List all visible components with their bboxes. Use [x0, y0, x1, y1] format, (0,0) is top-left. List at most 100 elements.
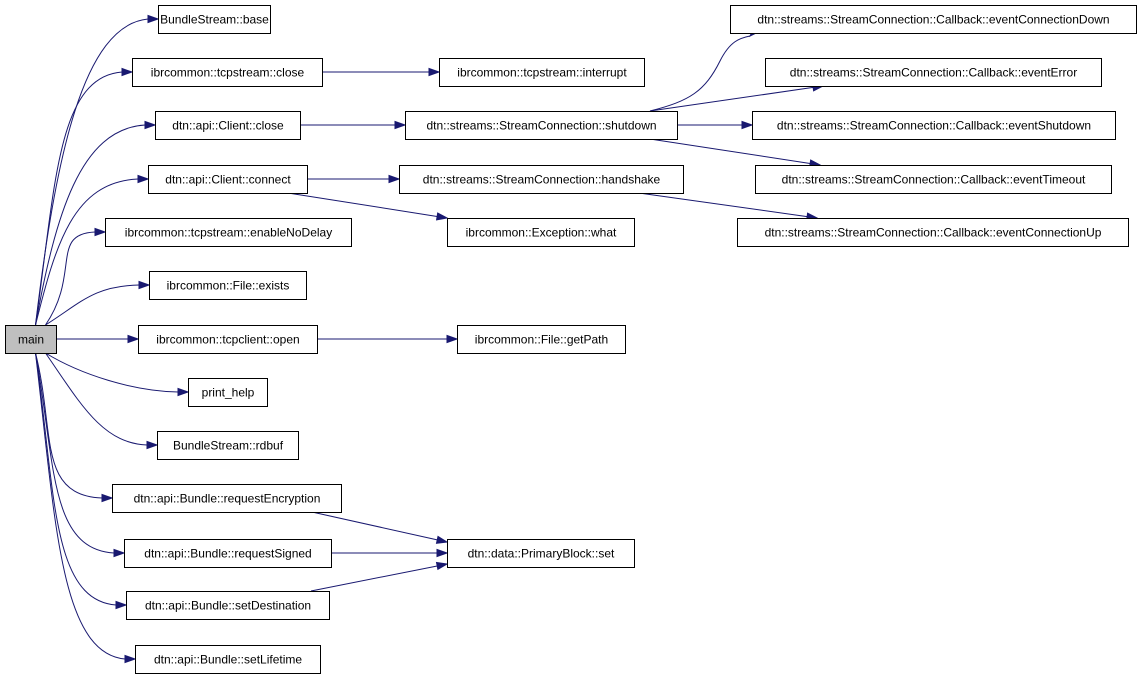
arrowhead-main-to-req-encrypt	[101, 493, 114, 503]
node-label-req-encrypt: dtn::api::Bundle::requestEncryption	[134, 492, 321, 506]
node-label-cb-shutdown: dtn::streams::StreamConnection::Callback…	[777, 119, 1091, 133]
node-pb-set[interactable]: dtn::data::PrimaryBlock::set	[447, 539, 635, 568]
node-exc-what[interactable]: ibrcommon::Exception::what	[447, 218, 635, 247]
node-label-cb-error: dtn::streams::StreamConnection::Callback…	[790, 66, 1077, 80]
node-box-tcp-close[interactable]	[132, 58, 323, 87]
node-box-req-encrypt[interactable]	[112, 484, 342, 513]
edge-sc-shutdown-to-cb-error	[649, 86, 814, 112]
edge-main-to-enable-nodelay	[45, 231, 96, 326]
node-tcp-interrupt[interactable]: ibrcommon::tcpstream::interrupt	[439, 58, 645, 87]
node-label-client-close: dtn::api::Client::close	[172, 119, 284, 133]
arrowhead-set-dest-to-pb-set	[435, 561, 449, 571]
node-label-print-help: print_help	[202, 386, 255, 400]
node-sc-shutdown[interactable]: dtn::streams::StreamConnection::shutdown	[405, 111, 678, 140]
edge-main-to-file-exists	[45, 284, 140, 326]
arrowhead-client-connect-to-sc-handshake	[388, 174, 401, 184]
arrowhead-main-to-req-signed	[113, 548, 126, 558]
node-label-bs-rdbuf: BundleStream::rdbuf	[173, 439, 284, 453]
node-label-enable-nodelay: ibrcommon::tcpstream::enableNoDelay	[125, 226, 332, 240]
node-box-client-close[interactable]	[155, 111, 301, 140]
node-set-life[interactable]: dtn::api::Bundle::setLifetime	[135, 645, 321, 674]
node-box-cb-down[interactable]	[730, 5, 1137, 34]
node-label-bs-base: BundleStream::base	[160, 13, 269, 27]
edge-main-to-tcp-close	[35, 71, 123, 326]
node-box-sc-handshake[interactable]	[399, 165, 684, 194]
arrowhead-tcp-close-to-tcp-interrupt	[428, 67, 441, 77]
node-set-dest[interactable]: dtn::api::Bundle::setDestination	[126, 591, 330, 620]
node-cb-timeout[interactable]: dtn::streams::StreamConnection::Callback…	[755, 165, 1112, 194]
node-label-pb-set: dtn::data::PrimaryBlock::set	[468, 547, 615, 561]
arrowhead-main-to-bs-rdbuf	[146, 440, 159, 450]
edge-main-to-req-encrypt	[35, 352, 103, 499]
node-box-file-exists[interactable]	[149, 271, 307, 300]
node-box-print-help[interactable]	[188, 378, 268, 407]
node-client-connect[interactable]: dtn::api::Client::connect	[148, 165, 308, 194]
node-box-set-dest[interactable]	[126, 591, 330, 620]
node-box-pb-set[interactable]	[447, 539, 635, 568]
node-box-client-connect[interactable]	[148, 165, 308, 194]
node-bs-base[interactable]: BundleStream::base	[158, 5, 271, 34]
arrowhead-main-to-client-close	[144, 120, 157, 130]
node-box-exc-what[interactable]	[447, 218, 635, 247]
node-label-cb-timeout: dtn::streams::StreamConnection::Callback…	[782, 173, 1086, 187]
node-box-main[interactable]	[5, 325, 57, 354]
edge-sc-handshake-to-cb-up	[638, 192, 808, 218]
node-box-set-life[interactable]	[135, 645, 321, 674]
node-file-exists[interactable]: ibrcommon::File::exists	[149, 271, 307, 300]
edge-main-to-client-connect	[35, 178, 139, 326]
arrowhead-main-to-set-dest	[115, 600, 128, 610]
edge-set-dest-to-pb-set	[310, 565, 438, 592]
node-box-bs-rdbuf[interactable]	[157, 431, 299, 460]
arrowhead-req-encrypt-to-pb-set	[435, 535, 449, 544]
node-tcp-close[interactable]: ibrcommon::tcpstream::close	[132, 58, 323, 87]
node-label-client-connect: dtn::api::Client::connect	[165, 173, 291, 187]
node-box-bs-base[interactable]	[158, 5, 271, 34]
arrowhead-client-connect-to-exc-what	[435, 212, 449, 221]
node-box-cb-timeout[interactable]	[755, 165, 1112, 194]
node-box-tcpclient-open[interactable]	[138, 325, 318, 354]
node-box-req-signed[interactable]	[124, 539, 332, 568]
arrowhead-client-close-to-sc-shutdown	[394, 120, 407, 130]
node-enable-nodelay[interactable]: ibrcommon::tcpstream::enableNoDelay	[105, 218, 352, 247]
node-cb-error[interactable]: dtn::streams::StreamConnection::Callback…	[765, 58, 1102, 87]
arrowhead-main-to-tcp-close	[121, 67, 134, 77]
node-box-file-getpath[interactable]	[457, 325, 626, 354]
node-sc-handshake[interactable]: dtn::streams::StreamConnection::handshak…	[399, 165, 684, 194]
node-req-signed[interactable]: dtn::api::Bundle::requestSigned	[124, 539, 332, 568]
node-cb-shutdown[interactable]: dtn::streams::StreamConnection::Callback…	[752, 111, 1116, 140]
node-cb-up[interactable]: dtn::streams::StreamConnection::Callback…	[737, 218, 1129, 247]
edge-main-to-client-close	[35, 124, 146, 326]
arrowhead-tcpclient-open-to-file-getpath	[446, 334, 459, 344]
edge-main-to-req-signed	[35, 352, 115, 554]
node-client-close[interactable]: dtn::api::Client::close	[155, 111, 301, 140]
arrowhead-main-to-client-connect	[137, 174, 150, 184]
node-file-getpath[interactable]: ibrcommon::File::getPath	[457, 325, 626, 354]
arrowhead-main-to-print-help	[177, 387, 190, 397]
node-box-cb-shutdown[interactable]	[752, 111, 1116, 140]
node-label-tcp-interrupt: ibrcommon::tcpstream::interrupt	[457, 66, 627, 80]
node-print-help[interactable]: print_help	[188, 378, 268, 407]
node-cb-down[interactable]: dtn::streams::StreamConnection::Callback…	[730, 5, 1137, 34]
call-graph-edges	[35, 14, 825, 664]
arrowhead-main-to-enable-nodelay	[94, 227, 107, 237]
edge-main-to-set-life	[35, 352, 126, 660]
node-box-cb-up[interactable]	[737, 218, 1129, 247]
edge-client-connect-to-exc-what	[287, 192, 438, 217]
node-label-sc-handshake: dtn::streams::StreamConnection::handshak…	[423, 173, 661, 187]
node-main[interactable]: main	[5, 325, 57, 354]
edge-main-to-set-dest	[35, 352, 117, 606]
node-label-cb-down: dtn::streams::StreamConnection::Callback…	[757, 13, 1109, 27]
node-label-main: main	[18, 333, 44, 347]
node-box-enable-nodelay[interactable]	[105, 218, 352, 247]
edge-main-to-bs-rdbuf	[45, 352, 148, 446]
node-req-encrypt[interactable]: dtn::api::Bundle::requestEncryption	[112, 484, 342, 513]
node-box-sc-shutdown[interactable]	[405, 111, 678, 140]
node-tcpclient-open[interactable]: ibrcommon::tcpclient::open	[138, 325, 318, 354]
arrowhead-main-to-set-life	[124, 654, 137, 664]
arrowhead-sc-shutdown-to-cb-shutdown	[741, 120, 754, 130]
arrowhead-main-to-file-exists	[138, 280, 151, 290]
node-box-tcp-interrupt[interactable]	[439, 58, 645, 87]
node-box-cb-error[interactable]	[765, 58, 1102, 87]
node-bs-rdbuf[interactable]: BundleStream::rdbuf	[157, 431, 299, 460]
arrowhead-main-to-tcpclient-open	[127, 334, 140, 344]
